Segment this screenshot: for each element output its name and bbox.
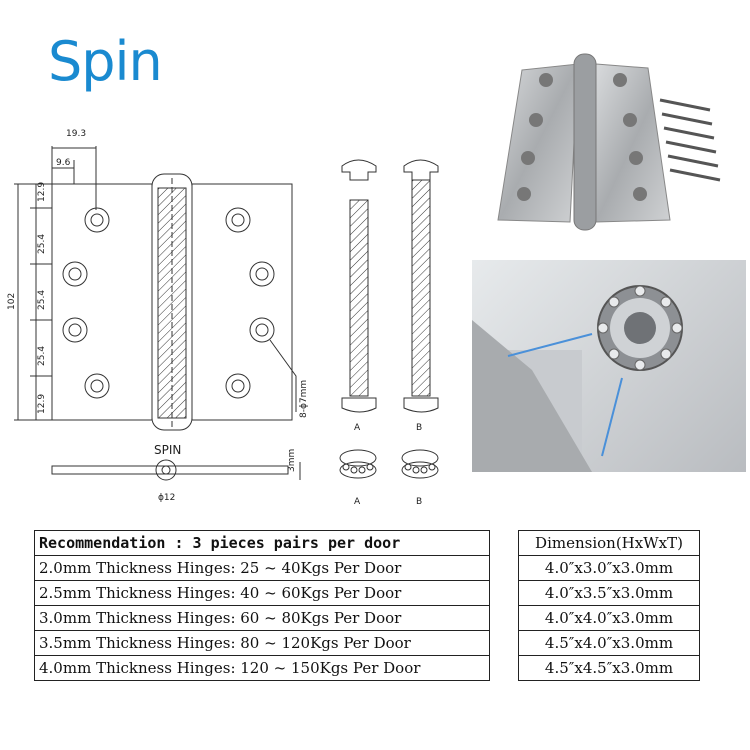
- spin-logo: Spin: [48, 30, 163, 93]
- hole-group-left: [62, 207, 110, 399]
- side-view-knuckle: [155, 459, 177, 481]
- stamp-text: SPIN: [154, 443, 181, 457]
- dim-thickness: 3mm: [287, 449, 297, 472]
- pin-label-b: B: [416, 423, 422, 433]
- dim-height: 102: [7, 293, 17, 310]
- bearing-label-b: B: [416, 497, 422, 507]
- dim-seg3: 25.4: [37, 290, 47, 310]
- left-leaf: [51, 183, 153, 421]
- dim-holes: 8-ϕ7mm: [299, 380, 309, 418]
- dimension-header: Dimension(HxWxT): [518, 530, 700, 556]
- hole-group-right: [225, 207, 275, 399]
- bearing-b: [401, 449, 439, 479]
- pin-a: [341, 159, 377, 413]
- table-row: 2.0mm Thickness Hinges: 25 ~ 40Kgs Per D…: [34, 555, 490, 581]
- pin-b: [403, 159, 439, 413]
- recommendation-table: Recommendation : 3 pieces pairs per door…: [34, 530, 490, 681]
- table-row: 4.0″x3.0″x3.0mm: [518, 555, 700, 581]
- bearing-closeup-photo: [472, 260, 746, 472]
- dimension-table: Dimension(HxWxT) 4.0″x3.0″x3.0mm 4.0″x3.…: [518, 530, 700, 681]
- dim-offset: 9.6: [56, 158, 71, 168]
- knuckle: [151, 173, 193, 431]
- dim-seg2: 25.4: [37, 234, 47, 254]
- bearing-a: [339, 449, 377, 479]
- table-row: 4.0″x4.0″x3.0mm: [518, 605, 700, 631]
- dim-width-top: 19.3: [66, 129, 86, 139]
- right-leaf: [191, 183, 293, 421]
- recommendation-header: Recommendation : 3 pieces pairs per door: [34, 530, 490, 556]
- table-row: 4.0″x3.5″x3.0mm: [518, 580, 700, 606]
- dim-seg5: 12.9: [37, 394, 47, 414]
- bearing-closeup-art: [472, 285, 683, 472]
- dim-knuckle: ϕ12: [158, 493, 175, 503]
- pin-label-a: A: [354, 423, 361, 433]
- hinge-technical-drawing: 19.3 9.6 12.9 25.4 25.4 25.4 12.9 102 8-…: [7, 129, 439, 507]
- hinge-product-photo: [470, 40, 742, 252]
- dim-seg1: 12.9: [37, 182, 47, 202]
- bearing-label-a: A: [354, 497, 361, 507]
- table-row: 4.0mm Thickness Hinges: 120 ~ 150Kgs Per…: [34, 655, 490, 681]
- logo-text: Spin: [48, 30, 163, 93]
- table-row: 2.5mm Thickness Hinges: 40 ~ 60Kgs Per D…: [34, 580, 490, 606]
- table-row: 4.5″x4.0″x3.0mm: [518, 630, 700, 656]
- table-row: 3.5mm Thickness Hinges: 80 ~ 120Kgs Per …: [34, 630, 490, 656]
- side-view-leaf: [51, 465, 289, 475]
- table-row: 4.5″x4.5″x3.0mm: [518, 655, 700, 681]
- table-row: 3.0mm Thickness Hinges: 60 ~ 80Kgs Per D…: [34, 605, 490, 631]
- dim-seg4: 25.4: [37, 346, 47, 366]
